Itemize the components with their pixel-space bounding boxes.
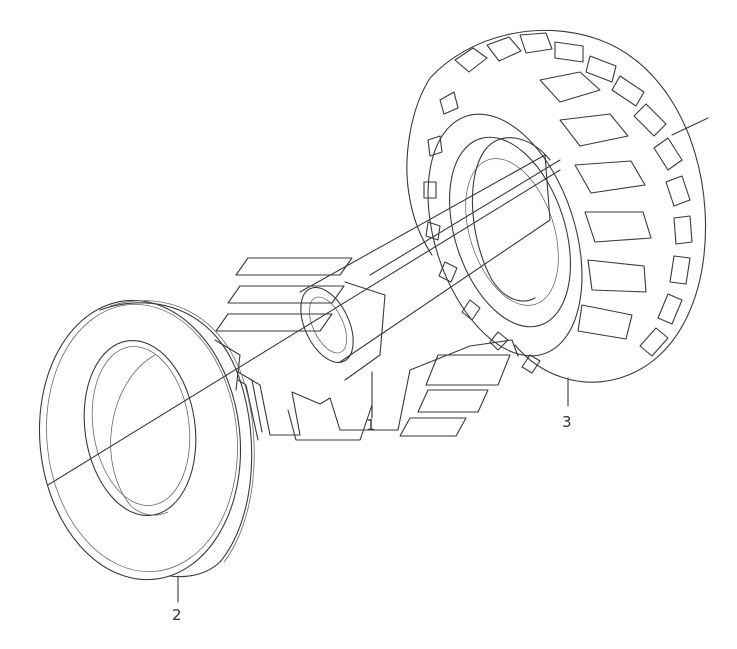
hub-flange-right (399, 354, 511, 437)
callout-label-3: 3 (562, 413, 572, 431)
hub-part-1 (215, 154, 561, 441)
tire-part-3 (406, 29, 709, 383)
callout-3: 3 (562, 377, 572, 431)
tire-leader-top (671, 117, 709, 136)
callout-label-1: 1 (366, 416, 376, 434)
tread-lugs (423, 32, 693, 374)
callout-1: 1 (366, 371, 376, 434)
rim-part-2 (38, 299, 255, 581)
assembly-axis (47, 169, 561, 486)
hub-flange-left (215, 257, 353, 332)
callout-label-2: 2 (172, 606, 182, 624)
callout-2: 2 (172, 575, 182, 624)
